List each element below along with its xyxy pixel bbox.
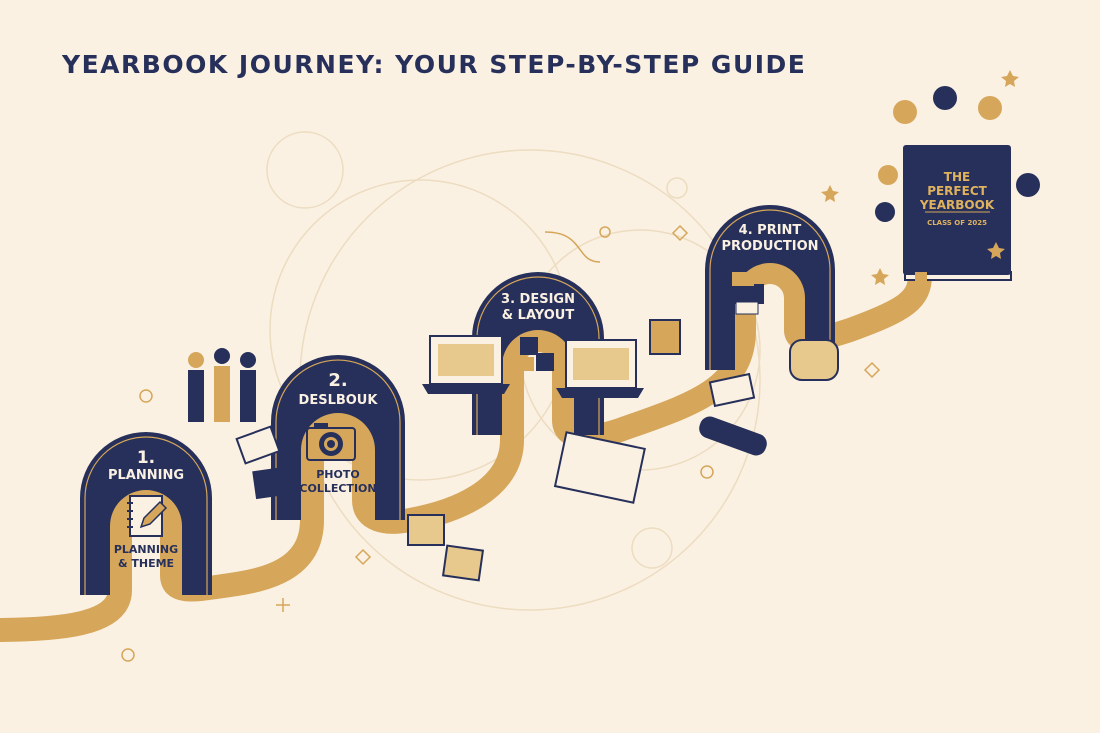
- arch-step-1: [80, 432, 212, 595]
- notebook-pencil-icon: [127, 495, 168, 537]
- yearbook-book: THE PERFECT YEARBOOK CLASS OF 2025: [903, 145, 1012, 288]
- step-4-line2: PRODUCTION: [721, 239, 818, 254]
- step-3-line2: & LAYOUT: [502, 308, 575, 323]
- step-1-label: PLANNING: [108, 468, 184, 483]
- arch-outline-step-4: [709, 209, 831, 370]
- step-2-number: 2.: [328, 370, 347, 391]
- arch-step-3: [472, 272, 604, 435]
- layout-blocks-icon: [520, 337, 554, 371]
- book-title-line1: THE: [944, 170, 970, 184]
- step-2-label: DESLBOUK: [299, 393, 379, 408]
- photo-icons: [235, 372, 756, 582]
- book-title-line2: PERFECT: [927, 184, 987, 198]
- book-subtitle: CLASS OF 2025: [927, 219, 987, 227]
- students-illustration: [188, 348, 256, 422]
- arch-outline-step-1: [84, 436, 208, 595]
- arch-outline-step-2: [275, 359, 401, 520]
- step-1-number: 1.: [137, 448, 155, 468]
- arch-step-2: [271, 355, 405, 520]
- book-title-line3: YEARBOOK: [919, 198, 995, 212]
- laptop-icon: [422, 335, 510, 394]
- step-3-line1: 3. DESIGN: [501, 292, 575, 307]
- step-4-line1: 4. PRINT: [739, 223, 802, 238]
- step-1-sub-line1: PLANNING: [114, 543, 178, 556]
- step-2-sub-line1: PHOTO: [316, 468, 359, 481]
- printer-icon: [649, 272, 839, 456]
- celebrating-students: [821, 70, 1040, 285]
- step-2-sub-line2: COLLECTION: [299, 482, 376, 495]
- arch-step-4: [705, 205, 835, 370]
- step-1-sub-line2: & THEME: [118, 557, 174, 570]
- journey-path: [0, 260, 932, 642]
- page-title: YEARBOOK JOURNEY: YOUR STEP-BY-STEP GUID…: [62, 50, 807, 79]
- camera-icon: [306, 423, 356, 461]
- sparkle-decorations: [121, 211, 881, 662]
- arch-outline-step-3: [476, 276, 600, 435]
- laptop-icon-2: [556, 339, 644, 398]
